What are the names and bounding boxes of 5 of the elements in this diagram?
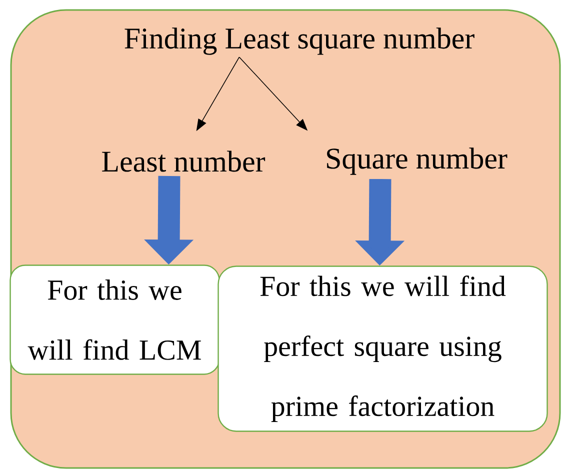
text-box: For this we will find perfect square using prime factorization <box>218 266 548 432</box>
heading-text: Finding Least square number <box>124 28 474 55</box>
text-box: For this we will find LCM <box>10 264 220 375</box>
heading-text: Square number <box>327 148 508 175</box>
heading-text: Least number <box>102 150 266 172</box>
